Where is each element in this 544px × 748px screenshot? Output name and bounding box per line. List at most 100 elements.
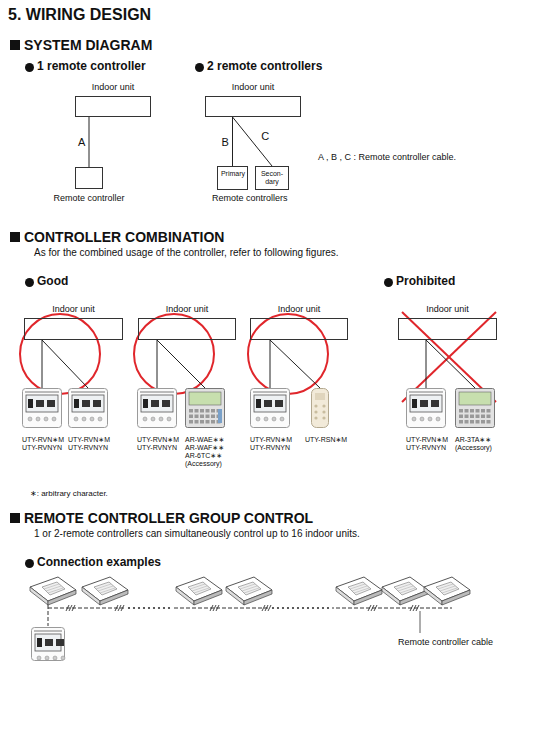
grille-line (240, 584, 255, 589)
drawing-stroke (456, 389, 495, 428)
drawing-stroke (470, 409, 474, 413)
cable-dot (292, 607, 294, 609)
drawing-stroke (61, 656, 65, 660)
remote-cable (89, 117, 90, 167)
drawing-stroke (459, 392, 491, 405)
cable-dot (153, 607, 155, 609)
drawing-stroke (98, 417, 102, 421)
drawing-stroke (69, 389, 108, 428)
remote-cable (157, 340, 158, 388)
drawing-stroke (465, 420, 469, 424)
cable-dot (322, 607, 324, 609)
drawing-stroke (476, 420, 480, 424)
cable-line (89, 117, 90, 167)
drawing-stroke (90, 417, 94, 421)
drawing-stroke (407, 389, 446, 428)
drawing-stroke (71, 391, 105, 393)
bullet-heading: 1 remote controller (37, 60, 146, 74)
dot-bullet (25, 559, 34, 568)
drawing-stroke (37, 638, 42, 647)
drawing-stroke (314, 410, 317, 413)
drawing-stroke (36, 417, 40, 421)
drawing-stroke (420, 400, 428, 407)
drawing-stroke (487, 409, 491, 413)
drawing-stroke (459, 409, 463, 413)
drawing-stroke (140, 391, 174, 393)
drawing-stroke (253, 391, 287, 393)
drawing-stroke (189, 415, 193, 419)
drawing-stroke (251, 389, 290, 428)
drawing-stroke (436, 417, 440, 421)
drawing-stroke (45, 656, 49, 660)
drawing-stroke (431, 400, 439, 407)
node-label: Indoor unit (166, 304, 209, 314)
grille-line (354, 588, 369, 593)
cassette-grille (394, 582, 417, 595)
drawing-stroke (412, 399, 417, 408)
drawing-stroke (428, 417, 432, 421)
grille-line (100, 588, 115, 593)
drawing-stroke (264, 400, 272, 407)
cable-dot (312, 607, 314, 609)
cassette-unit (30, 577, 76, 601)
section-heading: CONTROLLER COMBINATION (24, 229, 224, 245)
drawing-stroke (412, 417, 416, 421)
cable-line (426, 340, 427, 388)
drawing-stroke (141, 395, 173, 412)
dot-bullet (25, 278, 34, 287)
cassette-unit (336, 577, 382, 601)
cable-mark (213, 605, 216, 611)
cable-line (426, 340, 475, 388)
drawing-stroke (459, 420, 463, 424)
cable-mark (265, 605, 268, 611)
note-text: Remote controllers (212, 193, 288, 203)
cable-line (270, 340, 271, 388)
drawing-stroke (218, 409, 222, 423)
cable-mark (210, 605, 213, 611)
drawing-stroke (256, 399, 261, 408)
grille-line (350, 584, 365, 589)
drawing-stroke (195, 415, 199, 419)
remote-controller: UTY-RVN∗M UTY-RVNYN (68, 388, 108, 428)
drawing-stroke (26, 395, 58, 412)
drawing-stroke (211, 420, 215, 424)
drawing-stroke (189, 392, 221, 405)
cassette-grille (348, 582, 371, 595)
grille-line (442, 588, 457, 593)
drawing-stroke (254, 395, 286, 412)
grille-line (440, 586, 455, 591)
grille-line (192, 586, 207, 591)
cable-mark (216, 605, 219, 611)
grille-line (190, 584, 205, 589)
drawing-stroke (476, 409, 480, 413)
cassette-grille (94, 582, 117, 595)
drawing-stroke (481, 415, 485, 419)
drawing-stroke (409, 391, 443, 393)
cable-dot (277, 607, 279, 609)
model-name: UTY-RVN∗M UTY-RVNYN (68, 436, 114, 452)
cable-dot (317, 607, 319, 609)
grille-line (98, 586, 113, 591)
drawing-stroke (47, 400, 55, 407)
drawing-stroke (189, 409, 193, 413)
cable-gap (270, 604, 332, 612)
square-bullet (10, 232, 20, 242)
drawing-stroke (314, 404, 317, 407)
group-cable (48, 608, 452, 609)
drawing-stroke (206, 409, 210, 413)
remote-cable (232, 117, 233, 166)
cable-dot (138, 607, 140, 609)
bullet-heading: 2 remote controllers (207, 60, 322, 74)
drawing-stroke (272, 417, 276, 421)
cable-dot (158, 607, 160, 609)
bullet-heading: Prohibited (396, 275, 455, 289)
dot-bullet (384, 278, 393, 287)
cassette-unit (176, 577, 222, 601)
cable-mark (118, 605, 121, 611)
drawing-stroke (53, 656, 57, 660)
drawing-stroke (465, 409, 469, 413)
drawing-stroke (470, 420, 474, 424)
cable-line (233, 117, 273, 166)
indoor-unit-box: Indoor unit (24, 318, 123, 340)
